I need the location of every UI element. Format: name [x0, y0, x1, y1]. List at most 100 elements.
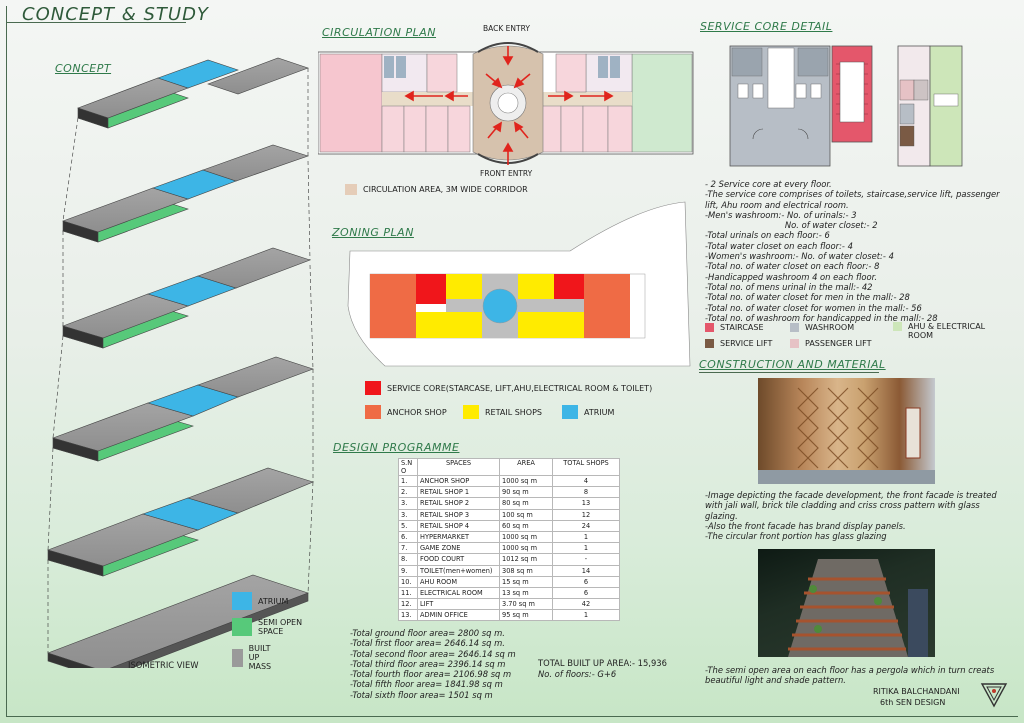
facade-render-image — [758, 378, 935, 484]
author-logo-icon — [980, 683, 1008, 708]
circulation-area-swatch — [345, 184, 357, 195]
cell-sno: 3. — [398, 497, 418, 510]
legend-label: BUILT UP MASS — [248, 644, 272, 671]
author-class: 6th SEN DESIGN — [880, 698, 946, 707]
cell-area: 90 sq m — [499, 486, 553, 499]
cell-space: RETAIL SHOP 4 — [417, 519, 500, 532]
back-entry-label: BACK ENTRY — [483, 24, 530, 33]
note-line: -Total no. of mens urinal in the mall:- … — [705, 281, 873, 292]
cell-total-shops: - — [552, 553, 620, 566]
isometric-caption: ISOMETRIC VIEW — [128, 660, 199, 670]
cell-total-shops: 6 — [552, 586, 620, 600]
facade-line: with jali wall, brick tile cladding and … — [705, 500, 980, 511]
floor-area-list: -Total ground floor area= 2800 sq m. -To… — [350, 628, 516, 700]
sheet-border — [6, 6, 1018, 717]
cell-sno: 7. — [398, 542, 418, 555]
cell-space: FOOD COURT — [417, 553, 500, 566]
pergola-line: -The semi open area on each floor has a … — [705, 665, 995, 675]
cell-space: GAME ZONE — [417, 542, 500, 555]
floor-area-line: -Total fourth floor area= 2106.98 sq m — [350, 669, 512, 680]
number-of-floors: No. of floors:- G+6 — [538, 669, 617, 679]
cell-total-shops: 13 — [552, 497, 620, 510]
note-line: No. of water closet:- 2 — [705, 220, 878, 231]
pergola-render-image — [758, 549, 935, 657]
legend-service-lift: SERVICE LIFT — [705, 339, 772, 348]
cell-area: 1012 sq m — [499, 553, 553, 566]
service-core-swatch — [365, 381, 381, 395]
cell-space: ADMIN OFFICE — [417, 609, 500, 622]
service-core-notes: - 2 Service core at every floor. -The se… — [705, 179, 1000, 323]
note-line: -Total urinals on each floor:- 6 — [705, 230, 830, 241]
legend-atrium: ATRIUM — [232, 592, 288, 610]
service-core-heading: SERVICE CORE DETAIL — [700, 20, 833, 33]
service-core-drawing — [729, 45, 963, 167]
cell-area: 13 sq m — [499, 586, 553, 600]
retail-shops-swatch — [463, 405, 479, 419]
note-line: -Handicapped washroom 4 on each floor. — [705, 271, 878, 282]
cell-space: RETAIL SHOP 1 — [417, 486, 500, 499]
cell-area: 1000 sq m — [499, 530, 553, 544]
circulation-legend: CIRCULATION AREA, 3M WIDE CORRIDOR — [345, 184, 528, 195]
cell-space: ELECTRICAL ROOM — [417, 586, 500, 600]
cell-area: 308 sq m — [499, 564, 553, 577]
passenger-lift-swatch — [790, 339, 799, 348]
cell-space: TOILET(men+women) — [417, 564, 500, 577]
projection-lines — [47, 68, 314, 653]
circulation-arrows — [404, 46, 614, 165]
washroom-swatch — [790, 323, 799, 332]
cell-sno: 12. — [398, 598, 418, 611]
front-entry-label: FRONT ENTRY — [480, 169, 533, 178]
cell-space: RETAIL SHOP 2 — [417, 497, 500, 510]
note-line: -Total no. of water closet for women in … — [705, 302, 922, 313]
construction-heading: CONSTRUCTION AND MATERIAL — [699, 358, 886, 371]
zoning-heading: ZONING PLAN — [332, 226, 414, 239]
floor-area-line: -Total fifth floor area= 1841.98 sq m — [350, 679, 503, 690]
ahu-swatch — [893, 322, 902, 331]
cell-total-shops: 8 — [552, 486, 620, 499]
col-spaces: SPACES — [417, 458, 500, 476]
cell-sno: 9. — [398, 564, 418, 577]
col-sno: S.N O — [398, 458, 418, 476]
legend-label: ATRIUM — [584, 407, 615, 417]
zoning-plan-drawing — [347, 201, 691, 367]
floor-slab-4 — [62, 247, 311, 349]
legend-washroom: WASHROOM — [790, 323, 854, 332]
note-line: -Total water closet on each floor:- 4 — [705, 240, 853, 251]
cell-sno: 5. — [398, 519, 418, 532]
floor-slab-6 — [77, 57, 309, 129]
cell-area: 80 sq m — [499, 497, 553, 510]
cell-total-shops: 42 — [552, 598, 620, 611]
note-line: -Women's washroom:- No. of water closet:… — [705, 251, 894, 262]
note-line: lift, Ahu room and electrical room. — [705, 199, 849, 210]
service-lift-swatch — [705, 339, 714, 348]
cell-area: 100 sq m — [499, 508, 553, 521]
legend-atrium-zone: ATRIUM — [562, 405, 614, 419]
atrium-swatch — [232, 592, 252, 610]
floor-area-line: -Total ground floor area= 2800 sq m. — [350, 628, 505, 638]
legend-semi-open: SEMI OPEN SPACE — [232, 618, 332, 636]
legend-ahu-electrical: AHU & ELECTRICAL ROOM — [893, 322, 998, 340]
legend-service-core: SERVICE CORE(STARCASE, LIFT,AHU,ELECTRIC… — [365, 381, 652, 395]
bottom-border — [6, 716, 1018, 717]
anchor-shop-swatch — [365, 405, 381, 419]
floor-slab-3 — [52, 356, 314, 462]
programme-heading: DESIGN PROGRAMME — [333, 441, 460, 454]
cell-total-shops: 1 — [552, 542, 620, 555]
legend-label: WASHROOM — [805, 323, 855, 332]
pergola-pattern — [788, 559, 928, 657]
facade-jali-pattern — [758, 387, 935, 484]
facade-description: -Image depicting the facade development,… — [705, 490, 997, 541]
table-header-row: S.N O SPACES AREA TOTAL SHOPS — [398, 458, 620, 476]
isometric-view-drawing — [47, 57, 314, 668]
floor-area-line: -Total second floor area= 2646.14 sq m — [350, 648, 516, 659]
